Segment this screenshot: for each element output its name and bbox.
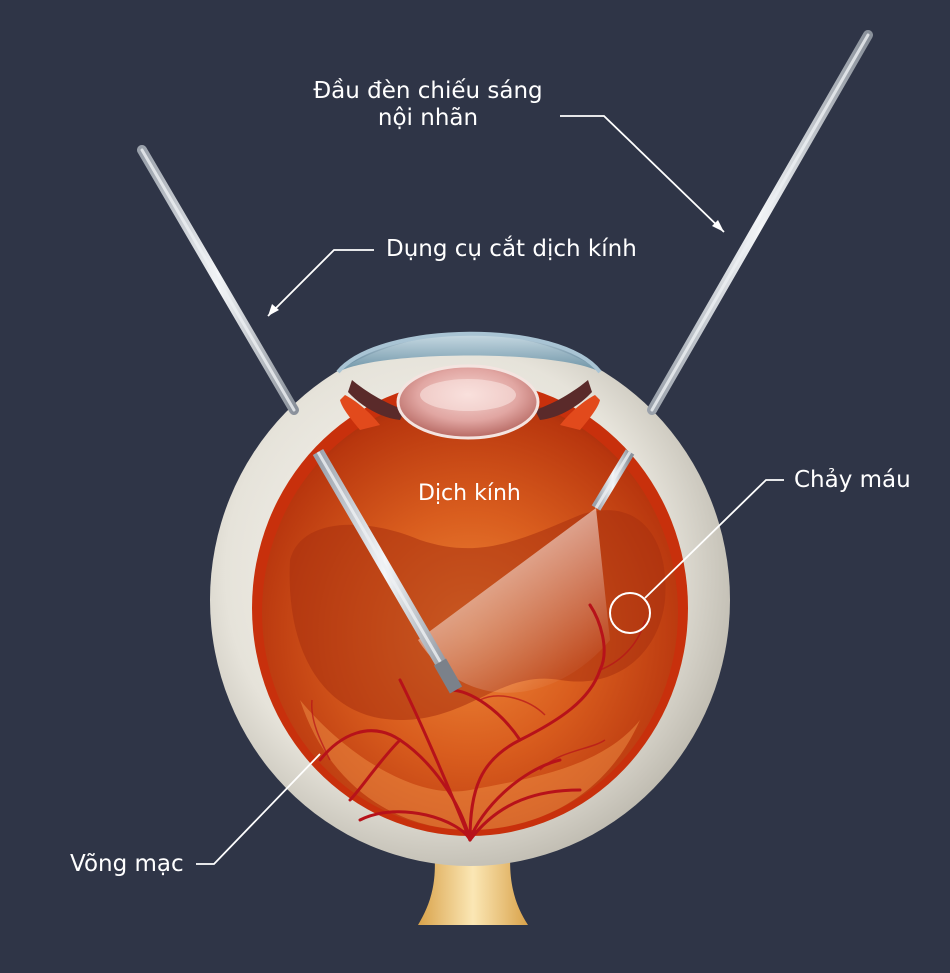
- hemorrhage-marker: [609, 592, 651, 634]
- vitreous-haze-lower: [300, 700, 640, 830]
- vitrectomy-cutter: [137, 145, 463, 694]
- retinal-vessels: [318, 603, 606, 842]
- leader-cutter: [267, 249, 374, 317]
- light-beam: [418, 508, 610, 693]
- ciliary-right: [560, 395, 600, 430]
- label-retina: Võng mạc: [70, 851, 184, 877]
- label-light-probe: Đầu đèn chiếu sáng nội nhãn: [312, 78, 544, 132]
- leader-light-probe: [560, 115, 725, 233]
- iris-left: [348, 380, 405, 420]
- ciliary-left: [340, 395, 380, 430]
- label-light-probe-line2: nội nhãn: [377, 105, 479, 131]
- leader-lines: [196, 115, 784, 865]
- leader-hemorrhage: [644, 479, 784, 599]
- iris-right: [535, 380, 592, 420]
- label-light-probe-line1: Đầu đèn chiếu sáng: [313, 78, 543, 104]
- light-probe: [591, 30, 873, 511]
- label-hemorrhage: Chảy máu: [794, 467, 911, 493]
- leader-retina: [196, 753, 321, 865]
- label-vitreous: Dịch kính: [418, 481, 521, 506]
- label-vitrectomy-cutter: Dụng cụ cắt dịch kính: [386, 236, 637, 262]
